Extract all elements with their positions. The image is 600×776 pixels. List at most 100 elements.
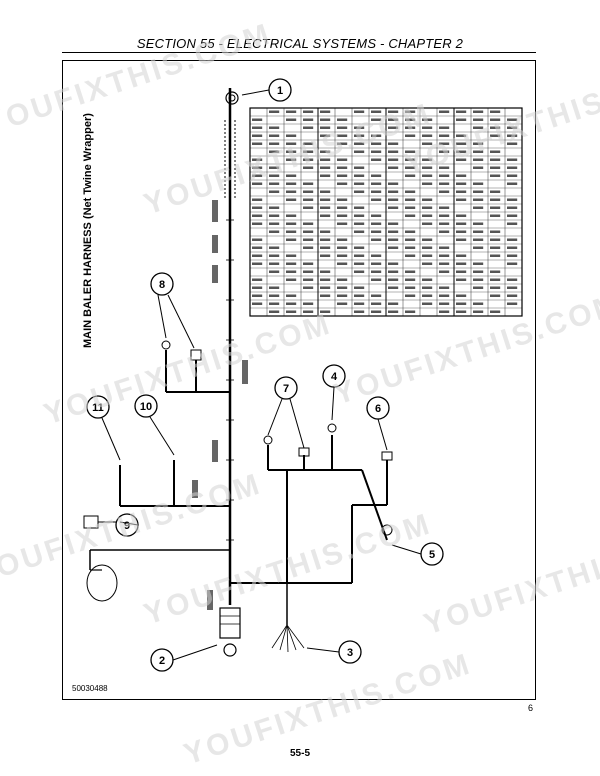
table-cell-text — [337, 214, 348, 217]
table-cell-text — [320, 214, 331, 217]
table-cell-text — [269, 246, 280, 249]
table-cell-text — [371, 238, 382, 241]
table-cell-text — [422, 134, 433, 137]
table-cell-text — [388, 230, 399, 233]
table-cell-text — [371, 158, 382, 161]
table-cell-text — [439, 270, 450, 273]
table-cell-text — [354, 134, 365, 137]
table-cell-text — [490, 286, 501, 289]
table-cell-text — [252, 238, 263, 241]
table-cell-text — [252, 126, 263, 129]
table-cell-text — [490, 278, 501, 281]
table-cell-text — [490, 190, 501, 193]
table-cell-text — [422, 262, 433, 265]
table-cell-text — [422, 126, 433, 129]
table-cell-text — [473, 286, 484, 289]
table-cell-text — [490, 150, 501, 153]
table-cell-text — [337, 182, 348, 185]
table-cell-text — [320, 286, 331, 289]
table-cell-text — [371, 302, 382, 305]
callout-1: 1 — [277, 85, 283, 97]
table-cell-text — [371, 278, 382, 281]
table-cell-text — [507, 182, 518, 185]
table-cell-text — [507, 278, 518, 281]
table-cell-text — [456, 134, 467, 137]
table-cell-text — [405, 206, 416, 209]
wiring-table-grid — [250, 108, 522, 316]
table-cell-text — [388, 198, 399, 201]
table-cell-text — [320, 110, 331, 113]
table-cell-text — [269, 222, 280, 225]
table-cell-text — [371, 198, 382, 201]
table-cell-text — [456, 254, 467, 257]
callout-numbers: 1 2 3 4 5 6 7 8 9 10 11 — [92, 85, 435, 667]
table-cell-text — [439, 262, 450, 265]
table-cell-text — [439, 134, 450, 137]
table-cell-text — [405, 174, 416, 177]
branch-left — [83, 460, 230, 602]
table-cell-text — [439, 302, 450, 305]
table-cell-text — [354, 174, 365, 177]
table-cell-text — [473, 262, 484, 265]
table-cell-text — [439, 222, 450, 225]
table-cell-text — [473, 166, 484, 169]
table-cell-text — [320, 294, 331, 297]
callout-3: 3 — [347, 647, 353, 659]
table-cell-text — [371, 182, 382, 185]
table-cell-text — [303, 198, 314, 201]
table-cell-text — [507, 262, 518, 265]
table-cell-text — [286, 270, 297, 273]
branch-8 — [161, 340, 230, 393]
table-cell-text — [320, 134, 331, 137]
callout-11: 11 — [92, 402, 104, 414]
table-cell-text — [337, 174, 348, 177]
table-cell-text — [371, 270, 382, 273]
table-cell-text — [286, 118, 297, 121]
table-cell-text — [456, 294, 467, 297]
table-cell-text — [337, 302, 348, 305]
table-cell-text — [422, 174, 433, 177]
table-cell-text — [286, 254, 297, 257]
table-cell-text — [388, 166, 399, 169]
table-cell-text — [405, 278, 416, 281]
table-cell-text — [422, 206, 433, 209]
table-cell-text — [354, 126, 365, 129]
table-cell-text — [439, 190, 450, 193]
table-cell-text — [456, 270, 467, 273]
table-cell-text — [286, 302, 297, 305]
table-cell-text — [507, 302, 518, 305]
table-cell-text — [269, 206, 280, 209]
table-cell-text — [422, 278, 433, 281]
table-cell-text — [269, 262, 280, 265]
table-cell-text — [388, 190, 399, 193]
table-cell-text — [337, 166, 348, 169]
table-cell-text — [337, 238, 348, 241]
table-cell-text — [354, 294, 365, 297]
table-cell-text — [490, 254, 501, 257]
table-cell-text — [439, 142, 450, 145]
table-cell-text — [303, 278, 314, 281]
table-cell-text — [303, 126, 314, 129]
table-cell-text — [303, 302, 314, 305]
table-cell-text — [507, 286, 518, 289]
table-cell-text — [354, 150, 365, 153]
table-cell-text — [337, 278, 348, 281]
table-cell-text — [354, 230, 365, 233]
table-cell-text — [473, 206, 484, 209]
table-cell-text — [252, 294, 263, 297]
table-cell-text — [422, 214, 433, 217]
table-cell-text — [490, 238, 501, 241]
table-cell-text — [252, 174, 263, 177]
table-cell-text — [422, 254, 433, 257]
table-cell-text — [388, 246, 399, 249]
table-cell-text — [286, 262, 297, 265]
table-cell-text — [490, 206, 501, 209]
table-cell-text — [439, 126, 450, 129]
table-cell-text — [456, 278, 467, 281]
table-cell-text — [490, 214, 501, 217]
table-cell-text — [490, 230, 501, 233]
table-cell-text — [507, 294, 518, 297]
table-cell-text — [473, 110, 484, 113]
table-cell-text — [337, 206, 348, 209]
table-cell-text — [286, 134, 297, 137]
